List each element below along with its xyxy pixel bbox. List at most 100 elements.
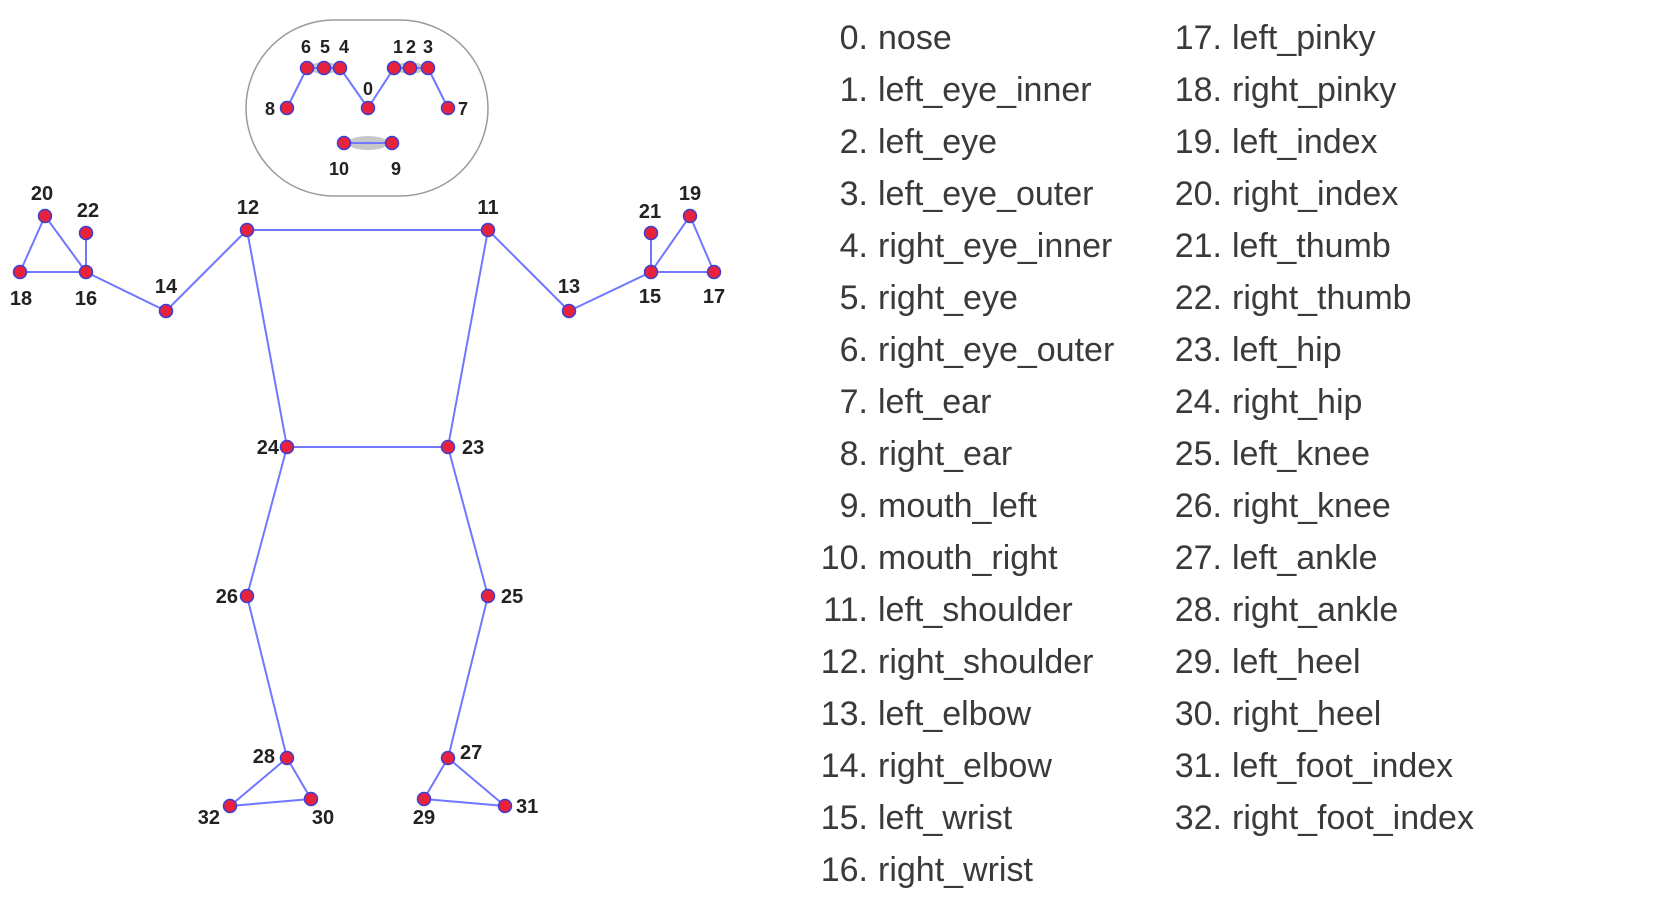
legend-name: left_heel bbox=[1232, 643, 1361, 681]
keypoint-label-9: 9 bbox=[391, 159, 401, 179]
keypoint-label-7: 7 bbox=[458, 99, 468, 119]
keypoint-label-25: 25 bbox=[501, 586, 523, 608]
keypoint-label-23: 23 bbox=[462, 437, 484, 459]
skeleton-edge-17-19 bbox=[689, 215, 715, 273]
keypoint-node-17 bbox=[706, 264, 722, 280]
legend-item-9: 9.mouth_left bbox=[810, 480, 1170, 532]
keypoint-node-22 bbox=[78, 225, 94, 241]
legend-number: 1. bbox=[839, 71, 868, 109]
keypoint-node-32 bbox=[222, 798, 238, 814]
skeleton-edge-14-16 bbox=[85, 271, 167, 312]
legend-number: 28. bbox=[1174, 591, 1222, 629]
keypoint-label-32: 32 bbox=[198, 807, 220, 829]
keypoint-node-14 bbox=[158, 303, 174, 319]
keypoint-node-1 bbox=[386, 60, 402, 76]
legend-item-13: 13.left_elbow bbox=[810, 688, 1170, 740]
keypoint-label-11: 11 bbox=[477, 197, 498, 219]
keypoint-label-0: 0 bbox=[363, 79, 373, 99]
legend-item-20: 20. right_index bbox=[1164, 168, 1664, 220]
keypoint-node-7 bbox=[440, 100, 456, 116]
legend-number: 3. bbox=[839, 175, 868, 213]
legend-name: mouth_right bbox=[878, 539, 1058, 577]
legend-name: left_index bbox=[1232, 123, 1378, 161]
skeleton-edge-30-32 bbox=[229, 798, 312, 807]
skeleton-edge-16-20 bbox=[44, 215, 87, 273]
legend-name: right_ear bbox=[878, 435, 1013, 473]
keypoint-node-18 bbox=[12, 264, 28, 280]
skeleton-edge-29-31 bbox=[423, 798, 506, 807]
keypoint-node-23 bbox=[440, 439, 456, 455]
legend-name: right_foot_index bbox=[1232, 799, 1474, 837]
skeleton-edge-23-25 bbox=[447, 446, 489, 597]
legend-number: 15. bbox=[820, 799, 868, 837]
skeleton-edge-11-13 bbox=[487, 229, 570, 312]
keypoint-label-1: 1 bbox=[393, 37, 403, 57]
skeleton-edge-3-7 bbox=[427, 67, 449, 109]
skeleton-edge-12-24 bbox=[246, 229, 288, 448]
legend-name: right_shoulder bbox=[878, 643, 1094, 681]
keypoint-node-19 bbox=[682, 208, 698, 224]
legend-number: 22. bbox=[1174, 279, 1222, 317]
keypoint-node-4 bbox=[332, 60, 348, 76]
keypoint-node-27 bbox=[440, 750, 456, 766]
legend-number: 25. bbox=[1174, 435, 1222, 473]
skeleton-edge-0-4 bbox=[339, 67, 369, 109]
head-outline bbox=[245, 19, 489, 197]
legend-number: 29. bbox=[1174, 643, 1222, 681]
legend-item-7: 7.left_ear bbox=[810, 376, 1170, 428]
legend-item-24: 24.right_hip bbox=[1164, 376, 1664, 428]
legend-number: 5. bbox=[839, 279, 868, 317]
keypoint-node-3 bbox=[420, 60, 436, 76]
keypoint-node-12 bbox=[239, 222, 255, 238]
skeleton-edge-28-32 bbox=[229, 757, 288, 807]
legend-name: left_pinky bbox=[1232, 19, 1376, 57]
legend-number: 27. bbox=[1174, 539, 1222, 577]
legend-number: 23. bbox=[1174, 331, 1222, 369]
skeleton-edge-15-19 bbox=[650, 215, 691, 273]
legend-item-28: 28.right_ankle bbox=[1164, 584, 1664, 636]
keypoint-label-20: 20 bbox=[31, 183, 53, 205]
legend-item-12: 12.right_shoulder bbox=[810, 636, 1170, 688]
keypoint-label-21: 21 bbox=[639, 201, 661, 223]
legend-name: right_heel bbox=[1232, 695, 1382, 733]
legend-number: 2. bbox=[839, 123, 868, 161]
legend-name: right_pinky bbox=[1232, 71, 1397, 109]
keypoint-nodes bbox=[12, 60, 722, 814]
skeleton-edge-6-8 bbox=[286, 67, 308, 109]
legend-number: 26. bbox=[1174, 487, 1222, 525]
legend-item-19: 19. left_index bbox=[1164, 116, 1664, 168]
legend-item-18: 18.right_pinky bbox=[1164, 64, 1664, 116]
keypoint-node-30 bbox=[303, 791, 319, 807]
keypoint-node-28 bbox=[279, 750, 295, 766]
legend-item-10: 10.mouth_right bbox=[810, 532, 1170, 584]
legend-number: 31. bbox=[1174, 747, 1222, 785]
legend-name: left_eye_inner bbox=[878, 71, 1092, 109]
skeleton-edges bbox=[19, 67, 715, 807]
legend-number: 24. bbox=[1174, 383, 1222, 421]
keypoint-label-27: 27 bbox=[460, 742, 482, 764]
keypoint-label-6: 6 bbox=[301, 37, 311, 57]
keypoint-label-22: 22 bbox=[77, 200, 99, 222]
keypoint-node-26 bbox=[239, 588, 255, 604]
keypoint-node-9 bbox=[384, 135, 400, 151]
skeleton-edge-0-1 bbox=[367, 67, 395, 109]
keypoint-node-5 bbox=[316, 60, 332, 76]
legend-name: right_index bbox=[1232, 175, 1399, 213]
keypoint-label-19: 19 bbox=[679, 183, 701, 205]
skeleton-edge-18-20 bbox=[19, 215, 46, 273]
keypoint-node-15 bbox=[643, 264, 659, 280]
legend-number: 11. bbox=[823, 591, 868, 629]
keypoint-label-24: 24 bbox=[257, 437, 280, 459]
legend-number: 19. bbox=[1174, 123, 1222, 161]
keypoint-node-8 bbox=[279, 100, 295, 116]
legend-item-4: 4.right_eye_inner bbox=[810, 220, 1170, 272]
legend-name: right_thumb bbox=[1232, 279, 1412, 317]
skeleton-edge-27-31 bbox=[447, 757, 506, 807]
legend-item-5: 5.right_eye bbox=[810, 272, 1170, 324]
keypoint-label-28: 28 bbox=[253, 746, 275, 768]
keypoint-label-31: 31 bbox=[516, 796, 538, 818]
legend-item-11: 11.left_shoulder bbox=[810, 584, 1170, 636]
legend-number: 20. bbox=[1174, 175, 1222, 213]
